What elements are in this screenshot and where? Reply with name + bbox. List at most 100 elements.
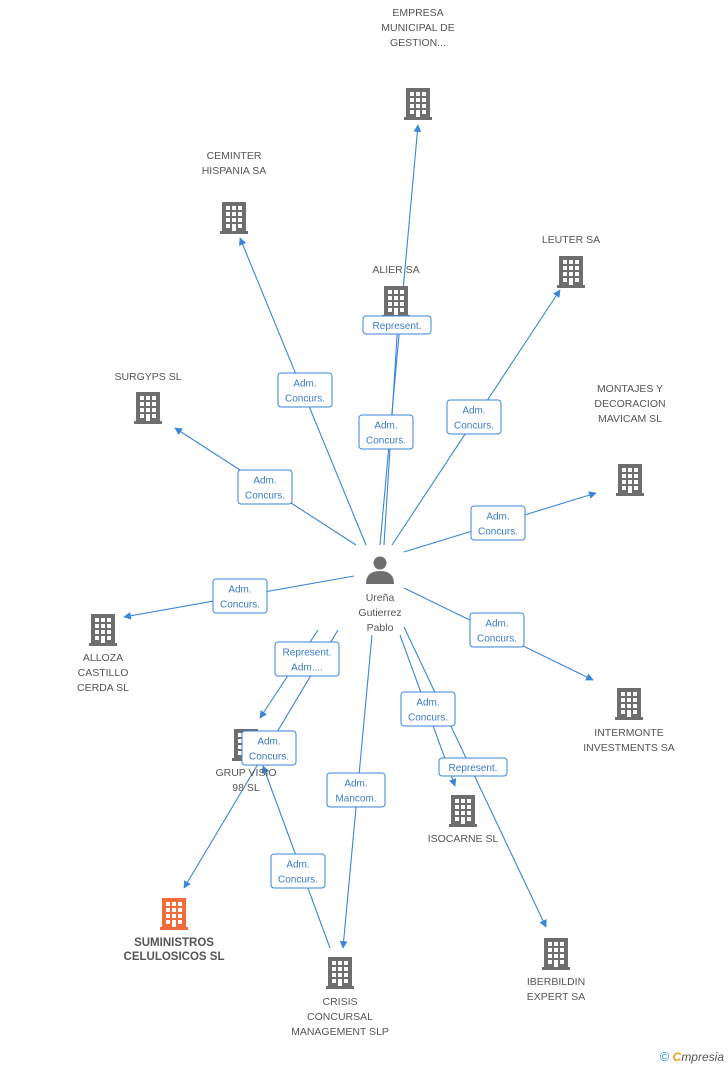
company-label-line: CASTILLO	[78, 667, 129, 679]
company-label-line: ISOCARNE SL	[428, 833, 499, 845]
brand-logo-letter: C	[672, 1050, 682, 1064]
company-node-iberbildin[interactable]: IBERBILDIN EXPERT SA	[527, 938, 586, 1003]
building-icon	[220, 202, 248, 234]
company-node-isocarne[interactable]: ISOCARNE SL	[428, 795, 499, 845]
company-label-line: EMPRESA	[392, 7, 443, 19]
building-icon	[326, 957, 354, 989]
relation-label-iberbildin[interactable]: Represent.	[438, 757, 508, 777]
company-label-line: IBERBILDIN	[527, 976, 585, 988]
company-node-leuter[interactable]: LEUTER SA	[542, 234, 600, 288]
relation-label-text: Concurs.	[245, 491, 285, 502]
relation-label-text: Adm.	[344, 779, 367, 790]
company-node-ceminter[interactable]: CEMINTER HISPANIA SA	[202, 150, 267, 234]
company-label-line: CELULOSICOS SL	[124, 951, 225, 963]
person-icon	[366, 556, 394, 584]
relation-label-crisis[interactable]: Adm. Mancom.	[326, 772, 386, 808]
person-name-line: Pablo	[367, 622, 394, 634]
building-icon	[382, 286, 410, 318]
relation-label-text: Concurs.	[366, 436, 406, 447]
relation-label-montajes[interactable]: Adm.Concurs.	[470, 505, 526, 541]
relation-label-text: Adm.	[293, 379, 316, 390]
company-node-suministros[interactable]: SUMINISTROS CELULOSICOS SL	[124, 898, 225, 963]
relation-label-leuter[interactable]: Adm. Concurs.	[446, 399, 502, 435]
company-label-line: CEMINTER	[207, 150, 262, 162]
company-label-line: ALLOZA	[83, 652, 123, 664]
company-label-line: ALIER SA	[372, 264, 419, 276]
company-label-line: SUMINISTROS	[134, 937, 214, 949]
relation-label-empresa[interactable]: Represent.	[362, 315, 432, 335]
relation-label-suministros[interactable]: Represent. Adm....	[274, 641, 340, 677]
relation-label-text: Concurs.	[454, 421, 494, 432]
relation-label-text: Mancom.	[335, 794, 376, 805]
relation-label-text: Adm.	[286, 860, 309, 871]
relation-label-text: Adm.	[253, 476, 276, 487]
company-label-line: CERDA SL	[77, 682, 129, 694]
company-label-line: INTERMONTE	[594, 727, 663, 739]
building-icon	[160, 898, 188, 930]
relation-label-text: Adm.	[485, 619, 508, 630]
relation-label-text: Concurs.	[278, 875, 318, 886]
relation-label-text: Represent.	[373, 321, 422, 332]
relation-label-text: Adm.	[228, 585, 251, 596]
edge-empresa	[379, 124, 422, 546]
footer-brand: © Cmpresia	[660, 1049, 724, 1064]
building-icon	[542, 938, 570, 970]
edge-iberbildin	[403, 626, 547, 928]
person-name-line: Gutierrez	[358, 607, 401, 619]
company-label-line: MAVICAM SL	[598, 413, 662, 425]
company-label-line: LEUTER SA	[542, 234, 600, 246]
relation-label-intermonte[interactable]: Adm. Concurs.	[469, 612, 525, 648]
person-name-line: Ureña	[366, 592, 395, 604]
company-node-alier[interactable]: ALIER SA	[372, 264, 420, 318]
building-icon	[615, 688, 643, 720]
relation-label-isocarne[interactable]: Adm. Concurs.	[400, 691, 456, 727]
relation-label-text: Adm.	[257, 737, 280, 748]
company-label-line: EXPERT SA	[527, 991, 586, 1003]
company-label-line: 98 SL	[232, 782, 260, 794]
company-label-line: GRUP VISIO	[215, 767, 276, 779]
brand-name: mpresia	[681, 1050, 724, 1064]
relation-label-text: Concurs.	[477, 634, 517, 645]
relation-label-ceminter[interactable]: Adm. Concurs.	[277, 372, 333, 408]
relation-label-text: Concurs.	[249, 752, 289, 763]
building-icon	[404, 88, 432, 120]
relation-label-text: Adm.	[374, 421, 397, 432]
relation-label-text: Adm....	[291, 663, 323, 674]
relation-label-text: Represent.	[283, 648, 332, 659]
relation-label-surgyps[interactable]: Adm. Concurs.	[237, 469, 293, 505]
company-label-line: MONTAJES Y	[597, 383, 663, 395]
building-icon	[616, 464, 644, 496]
company-label-line: HISPANIA SA	[202, 165, 267, 177]
company-label-line: CRISIS	[322, 996, 357, 1008]
relation-labels-layer: Represent. Adm. Concurs. Adm. Concurs. Adm. Co…	[212, 315, 526, 889]
building-icon	[134, 392, 162, 424]
relation-label-alier[interactable]: Adm. Concurs.	[358, 414, 414, 450]
building-icon	[557, 256, 585, 288]
relation-label-text: Concurs.	[408, 713, 448, 724]
company-label-line: MUNICIPAL DE	[381, 22, 455, 34]
relation-label-text: Adm.	[416, 698, 439, 709]
company-label-line: INVESTMENTS SA	[583, 742, 675, 754]
relation-label-text: Represent.	[449, 763, 498, 774]
company-node-intermonte[interactable]: INTERMONTE INVESTMENTS SA	[583, 688, 675, 754]
relation-label-grupvisio[interactable]: Adm. Concurs.	[241, 730, 297, 766]
relation-label-text: Concurs.	[220, 600, 260, 611]
relation-label-text: Adm.	[462, 406, 485, 417]
relation-label-text: Concurs.	[478, 527, 518, 538]
relation-label-text: Concurs.	[285, 394, 325, 405]
company-label-line: SURGYPS SL	[114, 371, 181, 383]
company-node-surgyps[interactable]: SURGYPS SL	[114, 371, 182, 424]
copyright-symbol: ©	[659, 1049, 670, 1064]
relation-label-alloza[interactable]: Adm. Concurs.	[212, 578, 268, 614]
company-node-alloza[interactable]: ALLOZA CASTILLO CERDA SL	[77, 614, 129, 694]
company-node-grupvisio[interactable]: GRUP VISIO 98 SL	[215, 729, 277, 794]
relation-label-crisis-grup[interactable]: Adm. Concurs.	[270, 853, 326, 889]
building-icon	[449, 795, 477, 827]
